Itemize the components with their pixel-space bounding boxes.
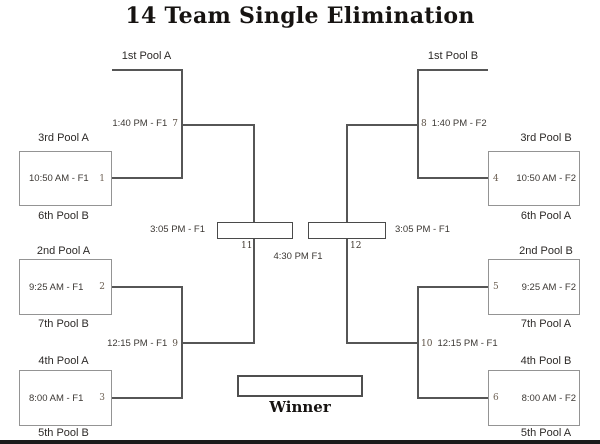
game5-bottom-team: 7th Pool A — [520, 318, 572, 330]
game2-number: 2 — [99, 282, 105, 292]
game2-box: 9:25 AM - F1 2 — [19, 259, 112, 315]
left-second-time: 12:15 PM - F1 — [107, 338, 168, 349]
left-second-label: 12:15 PM - F1 9 — [58, 337, 178, 350]
right-quarter-number: 8 — [421, 118, 427, 129]
game6-top-team: 4th Pool B — [520, 355, 572, 367]
winner-box — [237, 375, 363, 397]
page-title: 14 Team Single Elimination — [125, 3, 475, 29]
right-game5-connector — [418, 286, 488, 288]
game2-bottom-team: 7th Pool B — [38, 318, 89, 330]
left-quarter-out-line — [181, 124, 254, 126]
game4-number: 4 — [493, 173, 499, 184]
left-quarter-number: 7 — [172, 118, 178, 129]
right-second-out-line — [346, 342, 418, 344]
final-time: 4:30 PM F1 — [273, 251, 323, 262]
game1-number: 1 — [99, 173, 105, 184]
game3-bottom-team: 5th Pool B — [38, 427, 89, 439]
game4-time: 10:50 AM - F2 — [516, 173, 576, 184]
left-game1-connector — [112, 177, 182, 179]
semi-number-12: 12 — [350, 241, 362, 251]
left-game2-connector — [112, 286, 182, 288]
game1-top-team: 3rd Pool A — [38, 132, 89, 144]
right-second-time: 12:15 PM - F1 — [437, 338, 498, 349]
game6-box: 6 8:00 AM - F2 — [488, 370, 580, 426]
right-seed-underline — [418, 69, 488, 71]
game1-box: 10:50 AM - F1 1 — [19, 151, 112, 206]
left-semi-time: 3:05 PM - F1 — [150, 224, 205, 235]
winner-label: Winner — [269, 398, 331, 416]
semi-box-11 — [217, 222, 293, 239]
right-second-number: 10 — [421, 338, 433, 349]
right-quarter-out-line — [346, 124, 418, 126]
game4-bottom-team: 6th Pool A — [520, 210, 572, 222]
right-game6-connector — [418, 397, 488, 399]
left-game3-connector — [112, 397, 182, 399]
left-bye-team-label: 1st Pool A — [121, 50, 172, 62]
game5-top-team: 2nd Pool B — [519, 245, 573, 257]
right-bye-team-label: 1st Pool B — [427, 50, 479, 62]
game5-time: 9:25 AM - F2 — [521, 281, 576, 293]
right-semi-time: 3:05 PM - F1 — [395, 224, 450, 235]
right-second-label: 10 12:15 PM - F1 — [421, 337, 541, 350]
left-second-number: 9 — [172, 338, 178, 349]
right-second-vertical — [417, 286, 419, 399]
game3-top-team: 4th Pool A — [38, 355, 89, 367]
semi-number-11: 11 — [241, 241, 253, 251]
left-seed-underline — [112, 69, 182, 71]
game1-bottom-team: 6th Pool B — [38, 210, 89, 222]
game3-number: 3 — [99, 393, 105, 403]
right-quarter-label: 8 1:40 PM - F2 — [421, 117, 541, 130]
game3-box: 8:00 AM - F1 3 — [19, 370, 112, 426]
left-second-out-line — [181, 342, 254, 344]
bottom-border-line — [0, 440, 600, 444]
game2-time: 9:25 AM - F1 — [29, 281, 84, 293]
game5-number: 5 — [493, 282, 499, 292]
left-quarter-time: 1:40 PM - F1 — [112, 118, 168, 129]
game2-top-team: 2nd Pool A — [36, 245, 91, 257]
right-game4-connector — [418, 177, 488, 179]
game4-box: 4 10:50 AM - F2 — [488, 151, 580, 206]
semi-box-12 — [308, 222, 386, 239]
left-quarter-label: 1:40 PM - F1 7 — [58, 117, 178, 130]
game3-time: 8:00 AM - F1 — [29, 392, 84, 404]
game4-top-team: 3rd Pool B — [520, 132, 572, 144]
game1-time: 10:50 AM - F1 — [29, 173, 89, 184]
right-quarter-vertical — [417, 69, 419, 179]
game6-time: 8:00 AM - F2 — [521, 392, 576, 404]
game5-box: 5 9:25 AM - F2 — [488, 259, 580, 315]
game6-bottom-team: 5th Pool A — [520, 427, 572, 439]
game6-number: 6 — [493, 393, 499, 403]
right-quarter-time: 1:40 PM - F2 — [431, 118, 487, 129]
